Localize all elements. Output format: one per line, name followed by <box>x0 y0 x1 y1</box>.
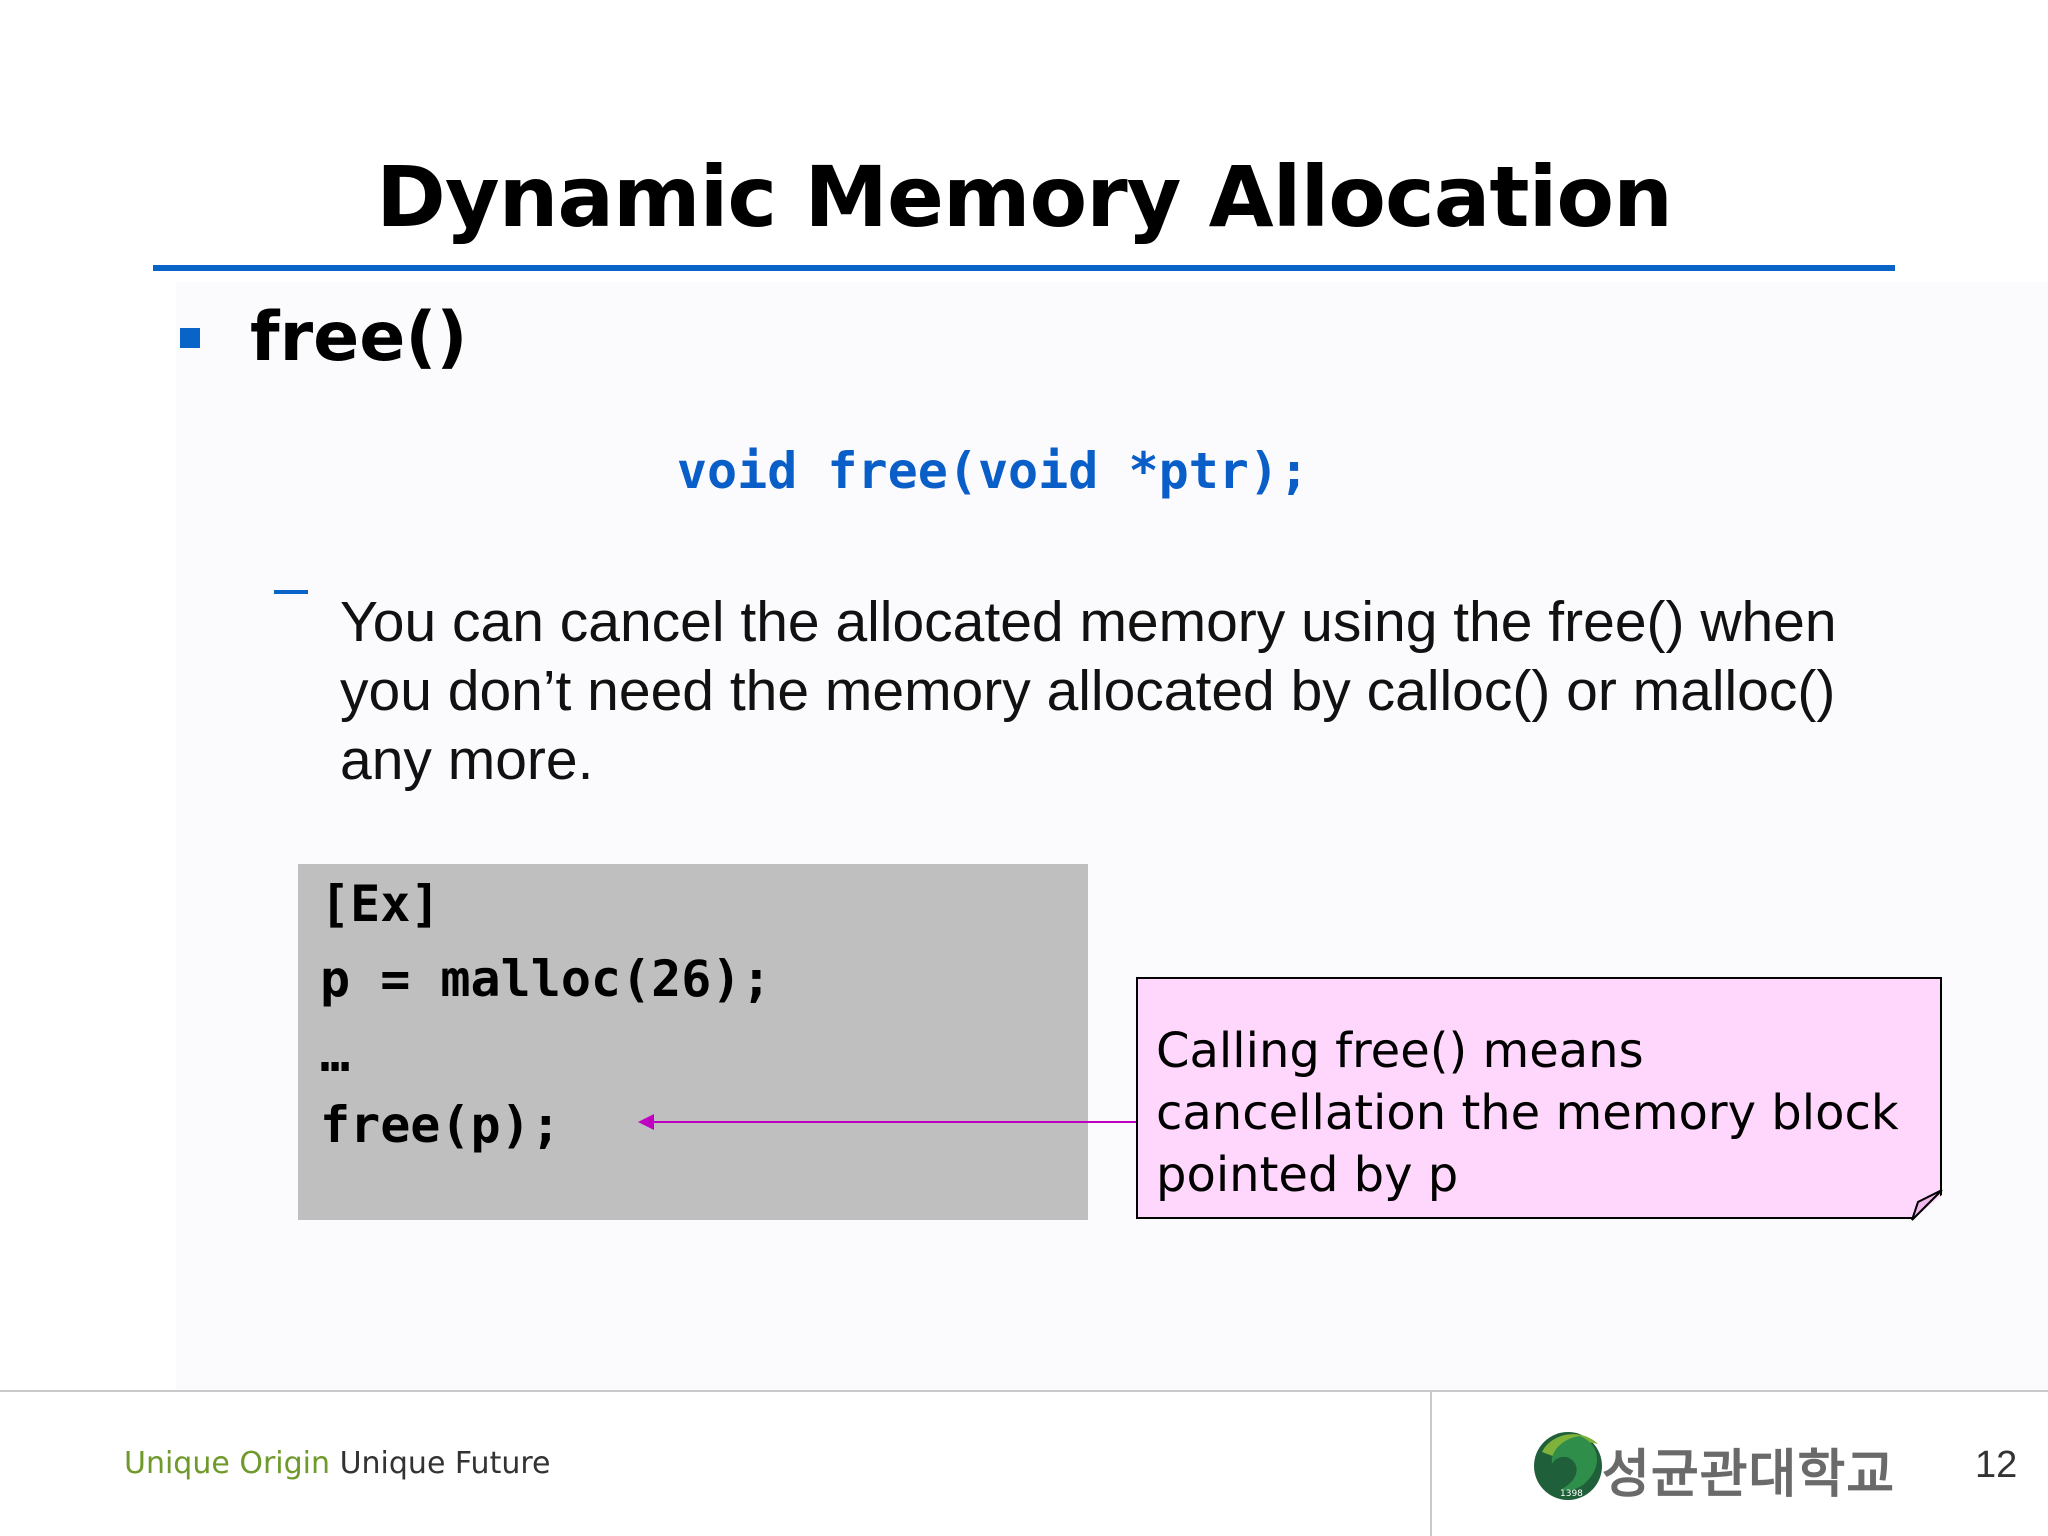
footer-divider <box>0 1390 2048 1392</box>
code-line-label: [Ex] <box>320 875 441 933</box>
slide-title: Dynamic Memory Allocation <box>376 148 1673 246</box>
code-line-ellipsis: … <box>320 1025 351 1083</box>
university-logo-text: 성균관대학교 <box>1602 1445 1896 1505</box>
function-signature: void free(void *ptr); <box>676 442 1310 500</box>
emblem-year: 1398 <box>1560 1489 1583 1499</box>
slogan-part2: Unique Future <box>339 1446 551 1481</box>
university-emblem-icon: 1398 <box>1534 1432 1602 1500</box>
note-corner-fold-icon <box>1911 1189 1943 1221</box>
description-text: You can cancel the allocated memory usin… <box>340 590 1837 792</box>
page-number: 12 <box>1975 1444 2018 1486</box>
code-line-free: free(p); <box>320 1096 561 1154</box>
bullet-square-icon <box>180 328 200 348</box>
bullet-heading: free() <box>250 298 468 377</box>
slogan-part1: Unique Origin <box>124 1446 331 1481</box>
footer-slogan: Unique Origin Unique Future <box>124 1446 550 1481</box>
callout-note <box>1136 977 1942 1219</box>
footer-vertical-divider <box>1430 1392 1432 1536</box>
code-example-box <box>298 864 1088 1220</box>
title-underline <box>153 265 1895 271</box>
dash-bullet-icon <box>274 590 308 594</box>
callout-note-text: Calling free() means cancellation the me… <box>1156 1023 1899 1203</box>
code-line-malloc: p = malloc(26); <box>320 950 772 1008</box>
